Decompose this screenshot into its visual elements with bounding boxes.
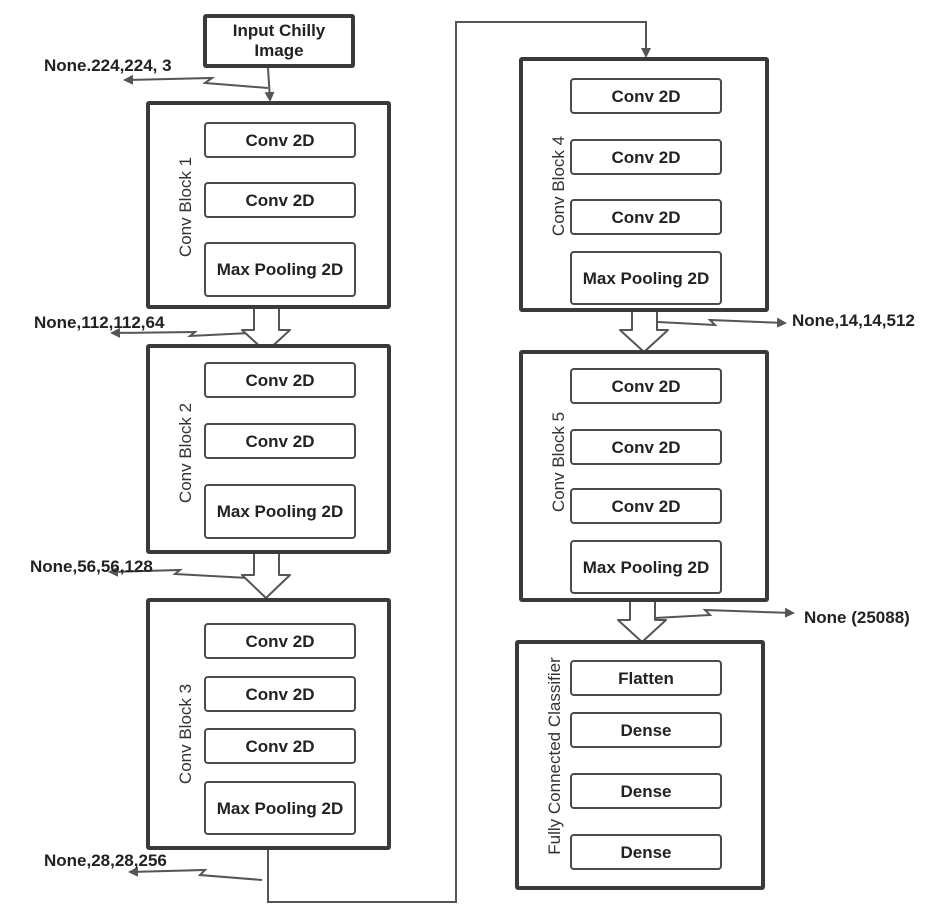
shape-label-2: None,112,112,64: [34, 313, 165, 332]
shape-arrow-3: [108, 566, 249, 579]
block3-layer-2: Conv 2D: [204, 676, 356, 712]
route-block3-to-block4: [267, 21, 651, 903]
block4-layer-2: Conv 2D: [570, 139, 722, 175]
block4-layer-3: Conv 2D: [570, 199, 722, 235]
block2-layer-1: Conv 2D: [204, 362, 356, 398]
block4-layer-1: Conv 2D: [570, 78, 722, 114]
fc-layer-dense-3: Dense: [570, 834, 722, 870]
conv-block-2-label: Conv Block 2: [176, 402, 195, 504]
shape-arrow-6: [654, 607, 795, 619]
block1-layer-2: Conv 2D: [204, 182, 356, 218]
conv-block-3-label: Conv Block 3: [176, 683, 195, 785]
fully-connected-label: Fully Connected Classifier: [545, 657, 564, 855]
hollow-arrow-1-2: [241, 307, 291, 353]
shape-arrow-4: [128, 866, 263, 881]
fc-layer-dense-1: Dense: [570, 712, 722, 748]
conv-block-4-label: Conv Block 4: [549, 135, 568, 237]
block3-layer-4: Max Pooling 2D: [204, 781, 356, 835]
conv-block-3: Conv Block 3 Conv 2D Conv 2D Conv 2D Max…: [146, 598, 391, 850]
block1-layer-1: Conv 2D: [204, 122, 356, 158]
block2-layer-3: Max Pooling 2D: [204, 484, 356, 539]
block3-layer-3: Conv 2D: [204, 728, 356, 764]
block5-layer-2: Conv 2D: [570, 429, 722, 465]
conv-block-2: Conv Block 2 Conv 2D Conv 2D Max Pooling…: [146, 344, 391, 554]
block2-layer-2: Conv 2D: [204, 423, 356, 459]
shape-label-6: None (25088): [804, 608, 910, 627]
fc-layer-dense-2: Dense: [570, 773, 722, 809]
conv-block-1-label: Conv Block 1: [176, 156, 195, 258]
hollow-arrow-5-fc: [617, 599, 667, 643]
input-image-label: Input Chilly Image: [232, 21, 326, 60]
conv-block-5-label: Conv Block 5: [549, 411, 568, 513]
fully-connected-classifier: Fully Connected Classifier Flatten Dense…: [515, 640, 765, 890]
hollow-arrow-4-5: [619, 309, 669, 353]
shape-label-3: None,56,56,128: [30, 557, 153, 576]
shape-arrow-1: [123, 74, 269, 89]
block4-layer-4: Max Pooling 2D: [570, 251, 722, 305]
conv-block-1: Conv Block 1 Conv 2D Conv 2D Max Pooling…: [146, 101, 391, 309]
block1-layer-3: Max Pooling 2D: [204, 242, 356, 297]
shape-label-1: None.224,224, 3: [44, 56, 172, 75]
shape-label-5: None,14,14,512: [792, 311, 915, 330]
shape-arrow-2: [110, 327, 251, 338]
block5-layer-1: Conv 2D: [570, 368, 722, 404]
conv-block-5: Conv Block 5 Conv 2D Conv 2D Conv 2D Max…: [519, 350, 769, 602]
block3-layer-1: Conv 2D: [204, 623, 356, 659]
input-to-block1-line: [264, 67, 275, 102]
conv-block-4: Conv Block 4 Conv 2D Conv 2D Conv 2D Max…: [519, 57, 769, 312]
block5-layer-3: Conv 2D: [570, 488, 722, 524]
shape-arrow-5: [657, 317, 787, 328]
hollow-arrow-2-3: [241, 552, 291, 599]
shape-label-4: None,28,28,256: [44, 851, 167, 870]
input-image-box: Input Chilly Image: [203, 14, 355, 68]
block5-layer-4: Max Pooling 2D: [570, 540, 722, 594]
fc-layer-flatten: Flatten: [570, 660, 722, 696]
